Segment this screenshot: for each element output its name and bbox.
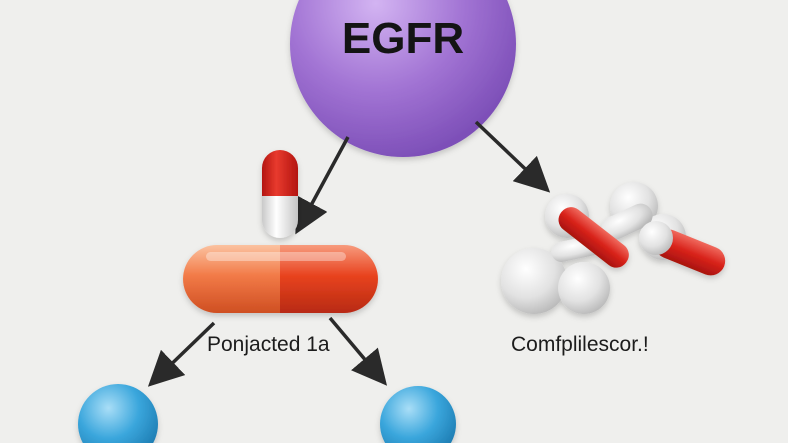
left-product-label: Ponjacted 1a — [207, 333, 330, 356]
arrow-egfr-to-capsule — [295, 136, 350, 235]
capsule-icon — [183, 245, 378, 313]
arrow-egfr-to-molecule — [474, 120, 551, 193]
molecule-icon — [501, 182, 726, 314]
right-product-label: Comfplilescor.! — [511, 333, 649, 356]
pill-icon — [262, 150, 298, 238]
egfr-label: EGFR — [341, 14, 465, 63]
arrow-capsule-to-left-sphere — [147, 321, 216, 387]
egfr-sphere — [290, 0, 516, 157]
left-blue-sphere — [78, 384, 158, 443]
arrow-capsule-to-right-sphere — [328, 316, 388, 386]
right-blue-sphere — [380, 386, 456, 443]
